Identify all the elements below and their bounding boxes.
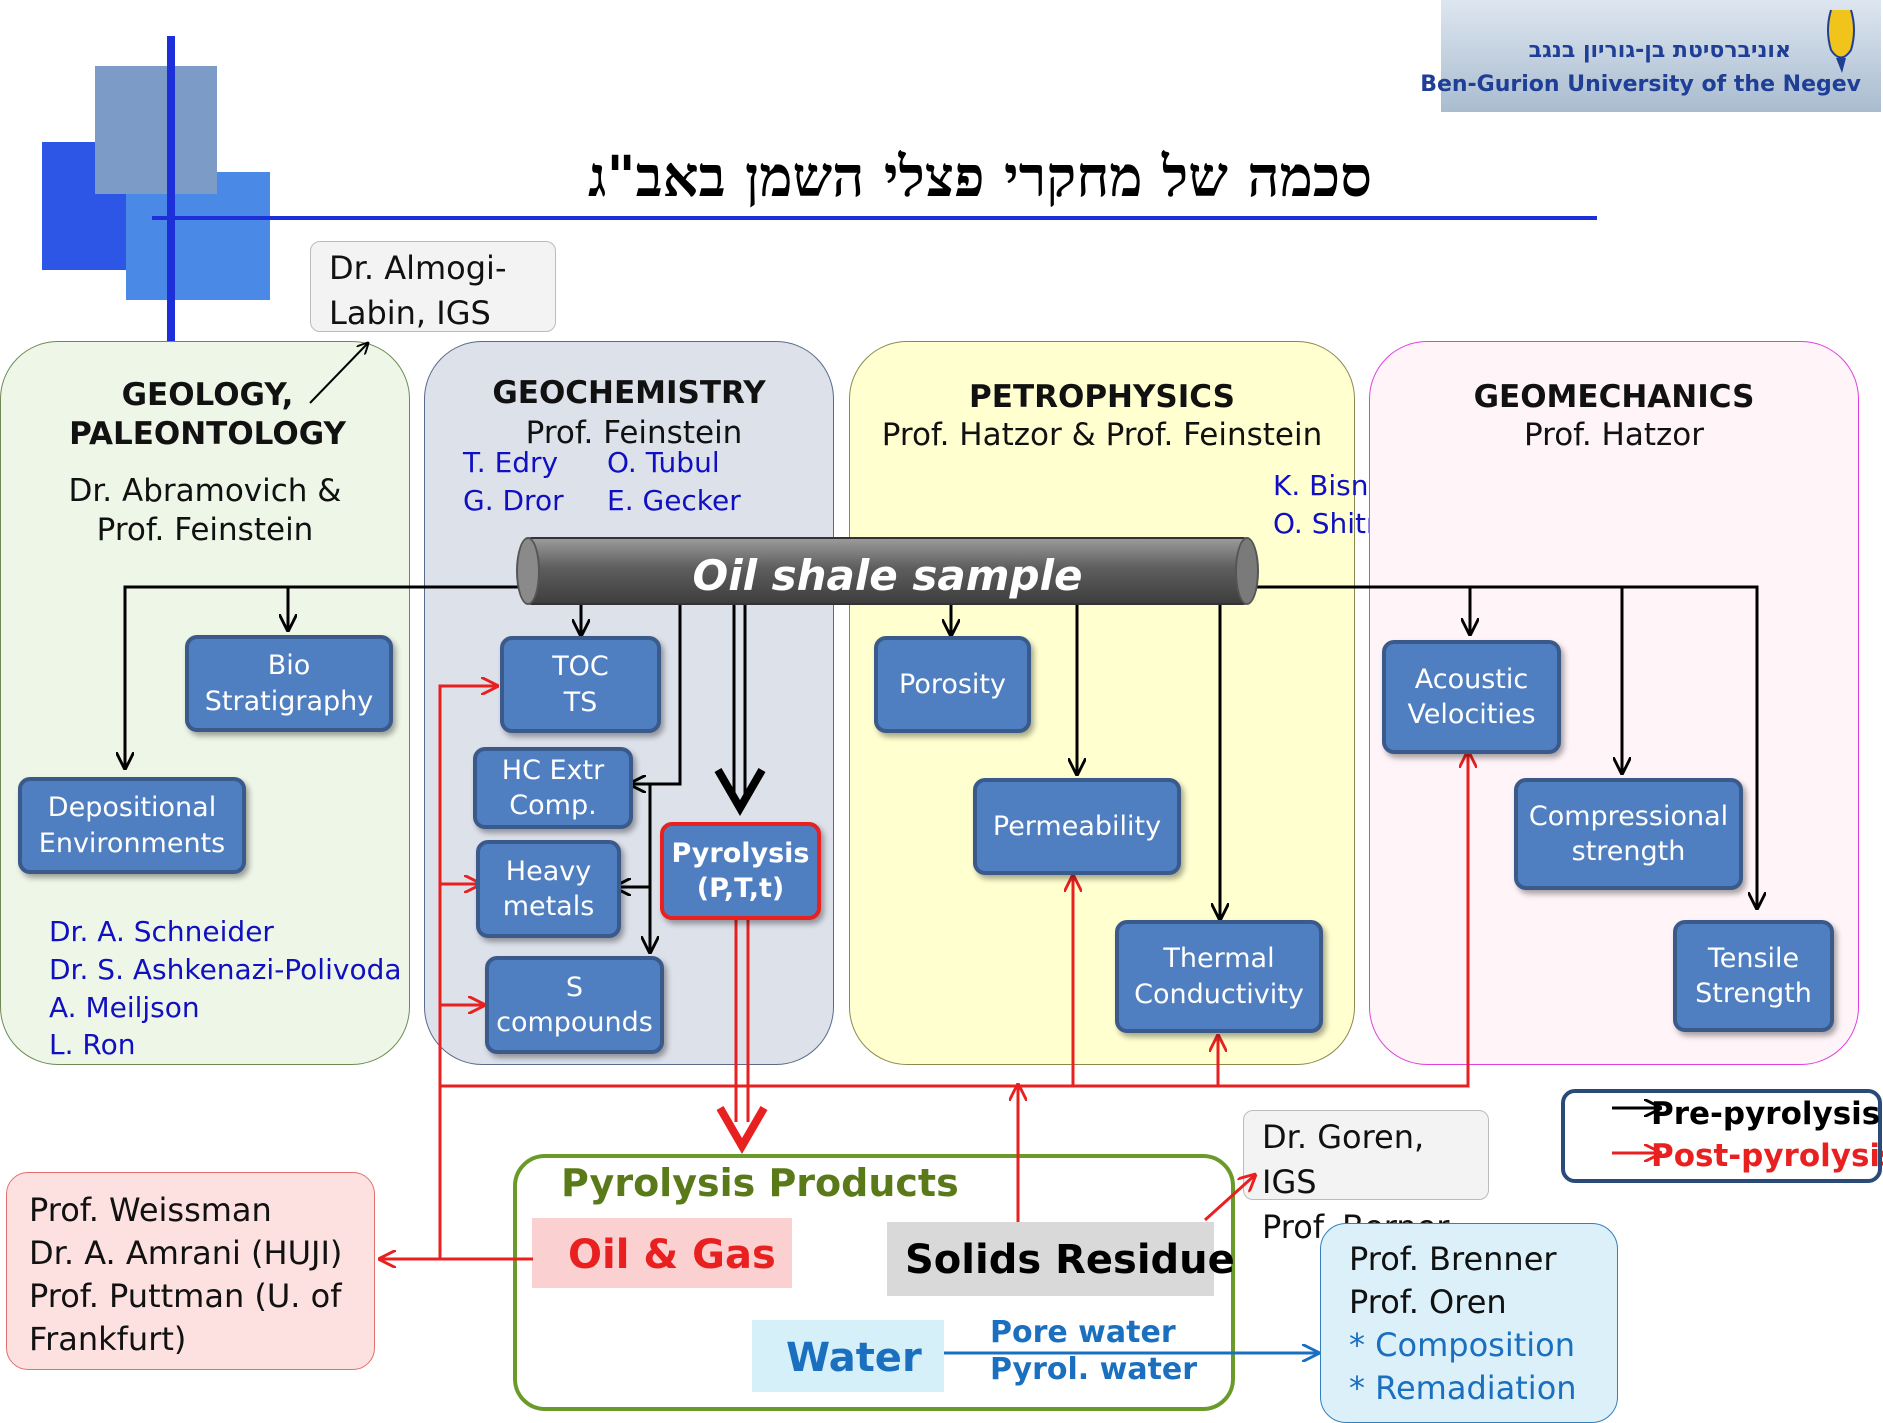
panel-geochemistry-team-left: T. Edry G. Dror	[463, 446, 564, 517]
oil-shale-sample-label: Oil shale sample	[692, 551, 1083, 600]
pyrol-water-label: Pyrol. water	[990, 1352, 1198, 1387]
panel-petrophysics-title: PETROPHYSICS	[969, 379, 1235, 415]
oil-gas-label: Oil & Gas	[568, 1232, 776, 1278]
box-depositional-environments: Depositional Environments	[18, 777, 246, 874]
decor-vertical-line	[167, 36, 175, 356]
callout-brenner: Prof. Brenner Prof. Oren * Composition *…	[1320, 1223, 1618, 1423]
panel-geology-title: GEOLOGY, PALEONTOLOGY	[69, 377, 346, 452]
page-title: סכמה של מחקרי פצלי השמן באב"ג	[587, 144, 1373, 210]
decor-square-light	[95, 66, 217, 194]
cylinder-end-right	[1235, 537, 1259, 605]
callout-almogi: Dr. Almogi- Labin, IGS	[310, 241, 556, 332]
box-compressional-strength: Compressional strength	[1514, 778, 1743, 890]
oil-shale-sample: Oil shale sample	[516, 537, 1259, 605]
solids-residue-label: Solids Residue	[905, 1237, 1235, 1283]
menorah-emblem-icon	[1827, 9, 1855, 73]
panel-geomechanics-title: GEOMECHANICS	[1473, 379, 1755, 415]
water-label: Water	[786, 1335, 922, 1381]
panel-geology-lead: Dr. Abramovich & Prof. Feinstein	[68, 473, 342, 548]
box-s-compounds: S compounds	[485, 956, 664, 1054]
panel-geochemistry-team-right: O. Tubul E. Gecker	[607, 446, 741, 517]
box-thermal-conductivity: Thermal Conductivity	[1115, 920, 1323, 1033]
legend-post-label: Post-pyrolysis	[1651, 1138, 1883, 1174]
box-hc-extr: HC Extr Comp.	[473, 747, 633, 829]
callout-brenner-names: Prof. Brenner Prof. Oren	[1349, 1240, 1557, 1321]
callout-weissman: Prof. Weissman Dr. A. Amrani (HUJI) Prof…	[6, 1172, 375, 1370]
panel-geochemistry-title: GEOCHEMISTRY	[492, 375, 766, 411]
box-porosity: Porosity	[874, 636, 1031, 733]
title-underline	[152, 216, 1597, 220]
logo-hebrew-text: אוניברסיטת בן-גוריון בנגב	[1528, 38, 1791, 63]
cylinder-end-left	[516, 537, 540, 605]
legend: Pre-pyrolysis Post-pyrolysis	[1561, 1089, 1883, 1183]
panel-geology-team: Dr. A. Schneider Dr. S. Ashkenazi-Polivo…	[49, 915, 402, 1062]
pyrolysis-products-title: Pyrolysis Products	[561, 1161, 959, 1205]
oil-gas-box	[532, 1218, 792, 1288]
logo-english-text: Ben-Gurion University of the Negev	[1420, 72, 1861, 97]
water-box	[752, 1320, 944, 1392]
solids-residue-box	[887, 1222, 1214, 1296]
panel-geomechanics-lead: Prof. Hatzor	[1524, 417, 1704, 453]
callout-brenner-items: * Composition * Remadiation	[1349, 1326, 1577, 1407]
university-logo: אוניברסיטת בן-גוריון בנגב Ben-Gurion Uni…	[1420, 0, 1881, 112]
pore-water-label: Pore water	[990, 1315, 1176, 1350]
box-permeability: Permeability	[973, 778, 1181, 875]
legend-pre-label: Pre-pyrolysis	[1651, 1096, 1881, 1132]
box-bio-stratigraphy: Bio Stratigraphy	[185, 635, 393, 732]
panel-geochemistry-lead: Prof. Feinstein	[525, 415, 743, 451]
panel-petrophysics-lead: Prof. Hatzor & Prof. Feinstein	[881, 417, 1323, 453]
box-heavy-metals: Heavy metals	[476, 840, 621, 938]
box-pyrolysis: Pyrolysis (P,T,t)	[660, 822, 821, 920]
callout-weissman-text: Prof. Weissman Dr. A. Amrani (HUJI) Prof…	[29, 1191, 343, 1358]
box-toc-ts: TOC TS	[500, 636, 661, 733]
box-acoustic-velocities: Acoustic Velocities	[1382, 640, 1561, 754]
box-tensile-strength: Tensile Strength	[1673, 920, 1834, 1032]
